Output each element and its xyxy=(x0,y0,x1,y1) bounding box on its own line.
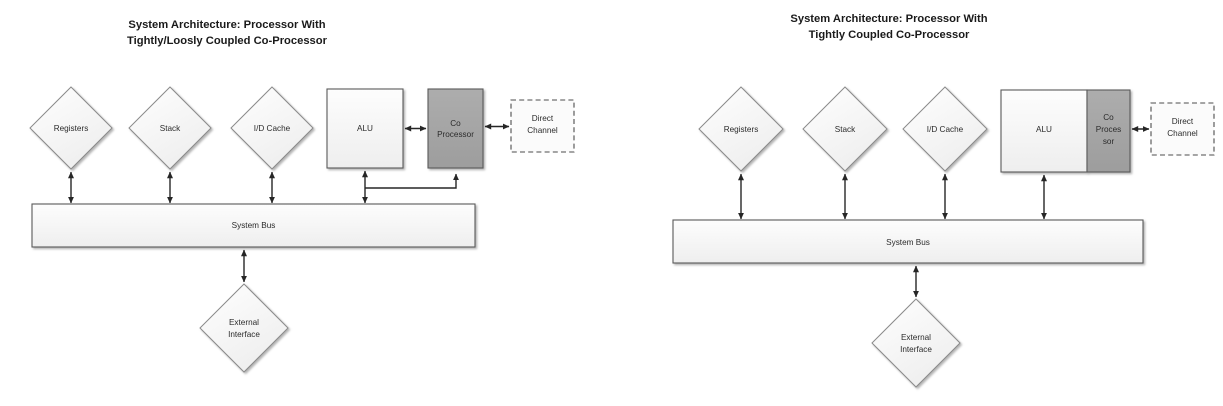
registers-label: Registers xyxy=(724,125,759,134)
stack-label: Stack xyxy=(160,124,181,133)
system-bus-label: System Bus xyxy=(886,238,930,247)
diagram-title: System Architecture: Processor With Tigh… xyxy=(790,13,987,41)
node-alu[interactable]: ALU xyxy=(326,88,404,169)
external-interface-label-line-1: External xyxy=(229,318,259,327)
coprocessor-box-shape xyxy=(1086,89,1131,173)
coprocessor-label-line-2: Proces xyxy=(1096,125,1121,134)
node-registers[interactable]: Registers xyxy=(29,86,113,170)
node-direct-channel[interactable]: Direct Channel xyxy=(1150,102,1215,156)
system-bus-shape xyxy=(31,203,476,248)
external-interface-label-line-2: Interface xyxy=(900,345,932,354)
coprocessor-box-shape xyxy=(427,88,484,169)
node-external-interface[interactable]: External Interface xyxy=(871,298,961,388)
node-id-cache[interactable]: I/D Cache xyxy=(230,86,314,170)
title-line-2: Tightly Coupled Co-Processor xyxy=(809,29,970,41)
system-bus-shape xyxy=(672,219,1144,264)
external-interface-label-line-2: Interface xyxy=(228,330,260,339)
title-line-1: System Architecture: Processor With xyxy=(128,19,325,31)
external-interface-diamond-shape xyxy=(871,298,961,388)
registers-diamond-shape xyxy=(698,86,784,172)
diagram-title: System Architecture: Processor With Tigh… xyxy=(127,19,328,47)
direct-channel-label-line-1: Direct xyxy=(1172,117,1194,126)
node-stack[interactable]: Stack xyxy=(128,86,212,170)
direct-channel-label-line-2: Channel xyxy=(1167,129,1198,138)
registers-diamond-shape xyxy=(29,86,113,170)
direct-channel-box-shape xyxy=(510,99,575,153)
diagram-loosely-coupled: System Architecture: Processor With Tigh… xyxy=(29,19,575,373)
id-cache-diamond-shape xyxy=(230,86,314,170)
coprocessor-label-line-3: sor xyxy=(1103,137,1115,146)
direct-channel-label-line-2: Channel xyxy=(527,126,558,135)
node-coprocessor[interactable]: Co Proces sor xyxy=(1086,89,1131,173)
id-cache-label: I/D Cache xyxy=(254,124,291,133)
node-registers[interactable]: Registers xyxy=(698,86,784,172)
title-line-2: Tightly/Loosly Coupled Co-Processor xyxy=(127,35,328,47)
node-id-cache[interactable]: I/D Cache xyxy=(902,86,988,172)
direct-channel-box-shape xyxy=(1150,102,1215,156)
title-line-1: System Architecture: Processor With xyxy=(790,13,987,25)
diagram-tightly-coupled: System Architecture: Processor With Tigh… xyxy=(611,0,1223,406)
connector-coprocessor-bus-branch xyxy=(365,173,459,189)
stack-diamond-shape xyxy=(802,86,888,172)
id-cache-diamond-shape xyxy=(902,86,988,172)
alu-box-shape xyxy=(326,88,404,169)
registers-label: Registers xyxy=(54,124,89,133)
coprocessor-label-line-1: Co xyxy=(1103,113,1114,122)
node-direct-channel[interactable]: Direct Channel xyxy=(510,99,575,153)
direct-channel-label-line-1: Direct xyxy=(532,114,554,123)
coprocessor-label-line-2: Processor xyxy=(437,130,474,139)
node-system-bus[interactable]: System Bus xyxy=(31,203,476,248)
stack-diamond-shape xyxy=(128,86,212,170)
external-interface-label-line-1: External xyxy=(901,333,931,342)
coprocessor-label-line-1: Co xyxy=(450,119,461,128)
alu-label: ALU xyxy=(357,124,373,133)
node-coprocessor[interactable]: Co Processor xyxy=(427,88,484,169)
node-stack[interactable]: Stack xyxy=(802,86,888,172)
external-interface-diamond-shape xyxy=(199,283,289,373)
alu-box-shape xyxy=(1000,89,1088,173)
id-cache-label: I/D Cache xyxy=(927,125,964,134)
node-external-interface[interactable]: External Interface xyxy=(199,283,289,373)
node-alu[interactable]: ALU xyxy=(1000,89,1088,173)
alu-label: ALU xyxy=(1036,125,1052,134)
node-system-bus[interactable]: System Bus xyxy=(672,219,1144,264)
system-bus-label: System Bus xyxy=(232,221,276,230)
stack-label: Stack xyxy=(835,125,856,134)
